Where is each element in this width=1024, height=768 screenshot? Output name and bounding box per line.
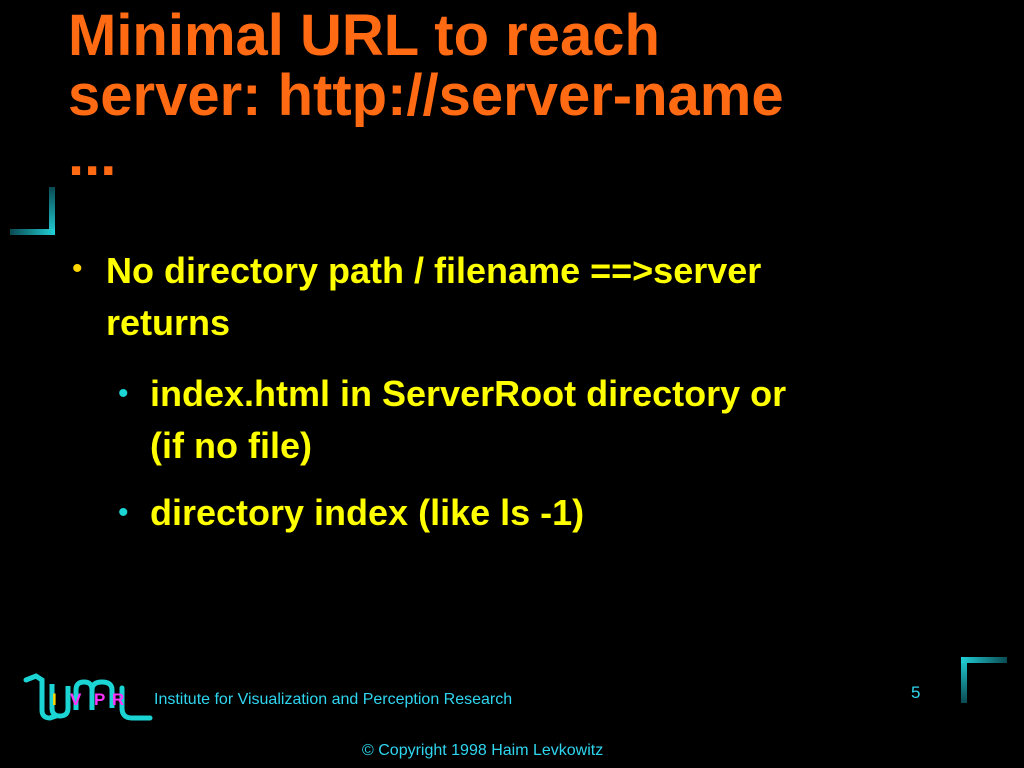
title-line-1: Minimal URL to reach bbox=[68, 3, 660, 68]
right-bracket-decoration bbox=[961, 657, 1007, 703]
logo-letter-i: I bbox=[52, 690, 57, 709]
sub-bullet-marker: • bbox=[118, 377, 129, 410]
bullet-marker: • bbox=[72, 252, 83, 285]
page-number: 5 bbox=[911, 683, 921, 702]
logo-letter-r: R bbox=[112, 690, 124, 709]
sub-bullet-line1: directory index (like ls -1) bbox=[150, 492, 585, 533]
copyright: © Copyright 1998 Haim Levkowitz bbox=[362, 742, 604, 759]
bullet-level1-line2: returns bbox=[106, 302, 231, 343]
slide-title: Minimal URL to reach server: http://serv… bbox=[68, 6, 784, 186]
bullet-level1: No directory path / filename ==>server r… bbox=[106, 245, 986, 349]
sub-bullet-item: index.html in ServerRoot directory or (i… bbox=[150, 368, 990, 472]
logo-letter-v: V bbox=[70, 690, 82, 709]
logo-letter-p: P bbox=[94, 690, 105, 709]
ivpr-logo: I V P R bbox=[23, 673, 153, 721]
title-line-3: ... bbox=[68, 123, 117, 188]
title-line-2: server: http://server-name bbox=[68, 63, 784, 128]
bullet-level1-line1: No directory path / filename ==>server bbox=[106, 250, 762, 291]
sub-bullet-item: directory index (like ls -1) bbox=[150, 487, 990, 539]
institute-name: Institute for Visualization and Percepti… bbox=[154, 691, 513, 708]
sub-bullet-line1: index.html in ServerRoot directory or bbox=[150, 373, 787, 414]
sub-bullet-marker: • bbox=[118, 496, 129, 529]
sub-bullet-line2: (if no file) bbox=[150, 425, 312, 466]
left-bracket-decoration bbox=[10, 187, 55, 235]
